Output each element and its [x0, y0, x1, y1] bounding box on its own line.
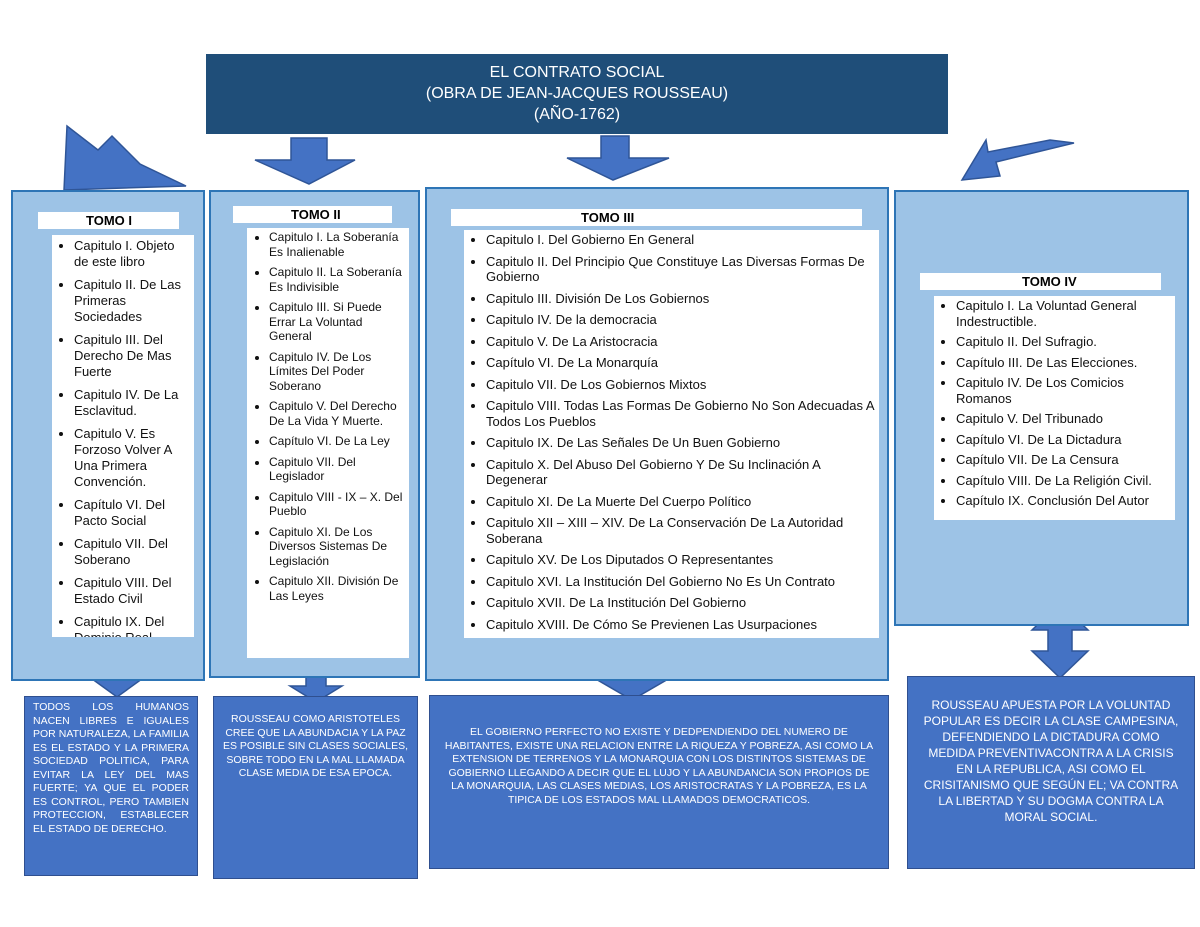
list-item: Capitulo II. De Las Primeras Sociedades: [74, 277, 190, 325]
list-item: Capitulo V. Es Forzoso Volver A Una Prim…: [74, 426, 190, 490]
list-item: Capitulo XI. De Los Diversos Sistemas De…: [269, 525, 405, 569]
list-item: Capitulo IV. De Los Comicios Romanos: [956, 375, 1171, 406]
list-item: Capítulo IX. Conclusión Del Autor: [956, 493, 1171, 509]
summary-box-tomo-4: ROUSSEAU APUESTA POR LA VOLUNTAD POPULAR…: [907, 676, 1195, 869]
list-item: Capitulo XII. División De Las Leyes: [269, 574, 405, 603]
list-item: Capítulo VI. De La Monarquía: [486, 355, 875, 371]
list-item: Capitulo XV. De Los Diputados O Represen…: [486, 552, 875, 568]
list-item: Capitulo XVII. De La Institución Del Gob…: [486, 595, 875, 611]
list-item: Capítulo VI. Del Pacto Social: [74, 497, 190, 529]
tomo-4-chapter-list: Capitulo I. La Voluntad General Indestru…: [934, 296, 1175, 520]
list-item: Capitulo VII. Del Legislador: [269, 455, 405, 484]
tomo-4-label: TOMO IV: [920, 273, 1161, 290]
list-item: Capitulo IX. Del Dominio Real: [74, 614, 190, 637]
title-line-3: (AÑO-1762): [533, 106, 621, 123]
list-item: Capítulo III. De Las Elecciones.: [956, 355, 1171, 371]
list-item: Capitulo VII. De Los Gobiernos Mixtos: [486, 377, 875, 393]
list-item: Capitulo III. División De Los Gobiernos: [486, 291, 875, 307]
title-box: EL CONTRATO SOCIAL (OBRA DE JEAN-JACQUES…: [206, 54, 948, 134]
list-item: Capitulo IX. De Las Señales De Un Buen G…: [486, 435, 875, 451]
list-item: Capítulo VIII. De La Religión Civil.: [956, 473, 1171, 489]
list-item: Capitulo V. Del Derecho De La Vida Y Mue…: [269, 399, 405, 428]
arrow-title-to-tomo-2: [254, 137, 356, 185]
list-item: Capitulo VIII - IX – X. Del Pueblo: [269, 490, 405, 519]
list-item: Capitulo IV. De La Esclavitud.: [74, 387, 190, 419]
tomo-2-label: TOMO II: [233, 206, 392, 223]
summary-box-tomo-1: TODOS LOS HUMANOS NACEN LIBRES E IGUALES…: [24, 696, 198, 876]
title-line-2: (OBRA DE JEAN-JACQUES ROUSSEAU): [425, 85, 729, 102]
list-item: Capitulo VII. Del Soberano: [74, 536, 190, 568]
list-item: Capitulo I. La Soberanía Es Inalienable: [269, 230, 405, 259]
list-item: Capitulo XI. De La Muerte Del Cuerpo Pol…: [486, 494, 875, 510]
list-item: Capitulo I. Del Gobierno En General: [486, 232, 875, 248]
tomo-3-chapter-list: Capitulo I. Del Gobierno En General Capi…: [464, 230, 879, 638]
summary-box-tomo-3: EL GOBIERNO PERFECTO NO EXISTE Y DEDPEND…: [429, 695, 889, 869]
list-item: Capitulo I. Objeto de este libro: [74, 238, 190, 270]
list-item: Capitulo II. La Soberanía Es Indivisible: [269, 265, 405, 294]
list-item: Capítulo VII. De La Censura: [956, 452, 1171, 468]
list-item: Capitulo IV. De Los Límites Del Poder So…: [269, 350, 405, 394]
tomo-1-label: TOMO I: [38, 212, 179, 229]
tomo-3-label: TOMO III: [451, 209, 862, 226]
list-item: Capitulo XII – XIII – XIV. De La Conserv…: [486, 515, 875, 546]
tomo-2-chapter-list: Capitulo I. La Soberanía Es Inalienable …: [247, 228, 409, 658]
list-item: Capitulo V. Del Tribunado: [956, 411, 1171, 427]
summary-text: ROUSSEAU COMO ARISTOTELES CREE QUE LA AB…: [223, 713, 408, 779]
list-item: Capitulo III. Si Puede Errar La Voluntad…: [269, 300, 405, 344]
arrow-title-to-tomo-4: [960, 137, 1075, 181]
summary-text: ROUSSEAU APUESTA POR LA VOLUNTAD POPULAR…: [923, 698, 1179, 824]
arrow-title-to-tomo-1: [63, 124, 187, 191]
list-item: Capítulo VI. De La Ley: [269, 434, 405, 449]
summary-text: TODOS LOS HUMANOS NACEN LIBRES E IGUALES…: [33, 701, 189, 835]
list-item: Capitulo I. La Voluntad General Indestru…: [956, 298, 1171, 329]
list-item: Capitulo III. Del Derecho De Mas Fuerte: [74, 332, 190, 380]
tomo-1-chapter-list: Capitulo I. Objeto de este libro Capitul…: [52, 235, 194, 637]
summary-text: EL GOBIERNO PERFECTO NO EXISTE Y DEDPEND…: [444, 726, 874, 806]
list-item: Capítulo VI. De La Dictadura: [956, 432, 1171, 448]
list-item: Capitulo IV. De la democracia: [486, 312, 875, 328]
list-item: Capitulo VIII. Del Estado Civil: [74, 575, 190, 607]
list-item: Capitulo XVI. La Institución Del Gobiern…: [486, 574, 875, 590]
summary-box-tomo-2: ROUSSEAU COMO ARISTOTELES CREE QUE LA AB…: [213, 696, 418, 879]
list-item: Capitulo V. De La Aristocracia: [486, 334, 875, 350]
list-item: Capitulo X. Del Abuso Del Gobierno Y De …: [486, 457, 875, 488]
list-item: Capitulo II. Del Principio Que Constituy…: [486, 254, 875, 285]
title-line-1: EL CONTRATO SOCIAL: [489, 64, 665, 81]
list-item: Capitulo II. Del Sufragio.: [956, 334, 1171, 350]
list-item: Capitulo XVIII. De Cómo Se Previenen Las…: [486, 617, 875, 633]
arrow-title-to-tomo-3: [566, 135, 670, 181]
list-item: Capitulo VIII. Todas Las Formas De Gobie…: [486, 398, 875, 429]
